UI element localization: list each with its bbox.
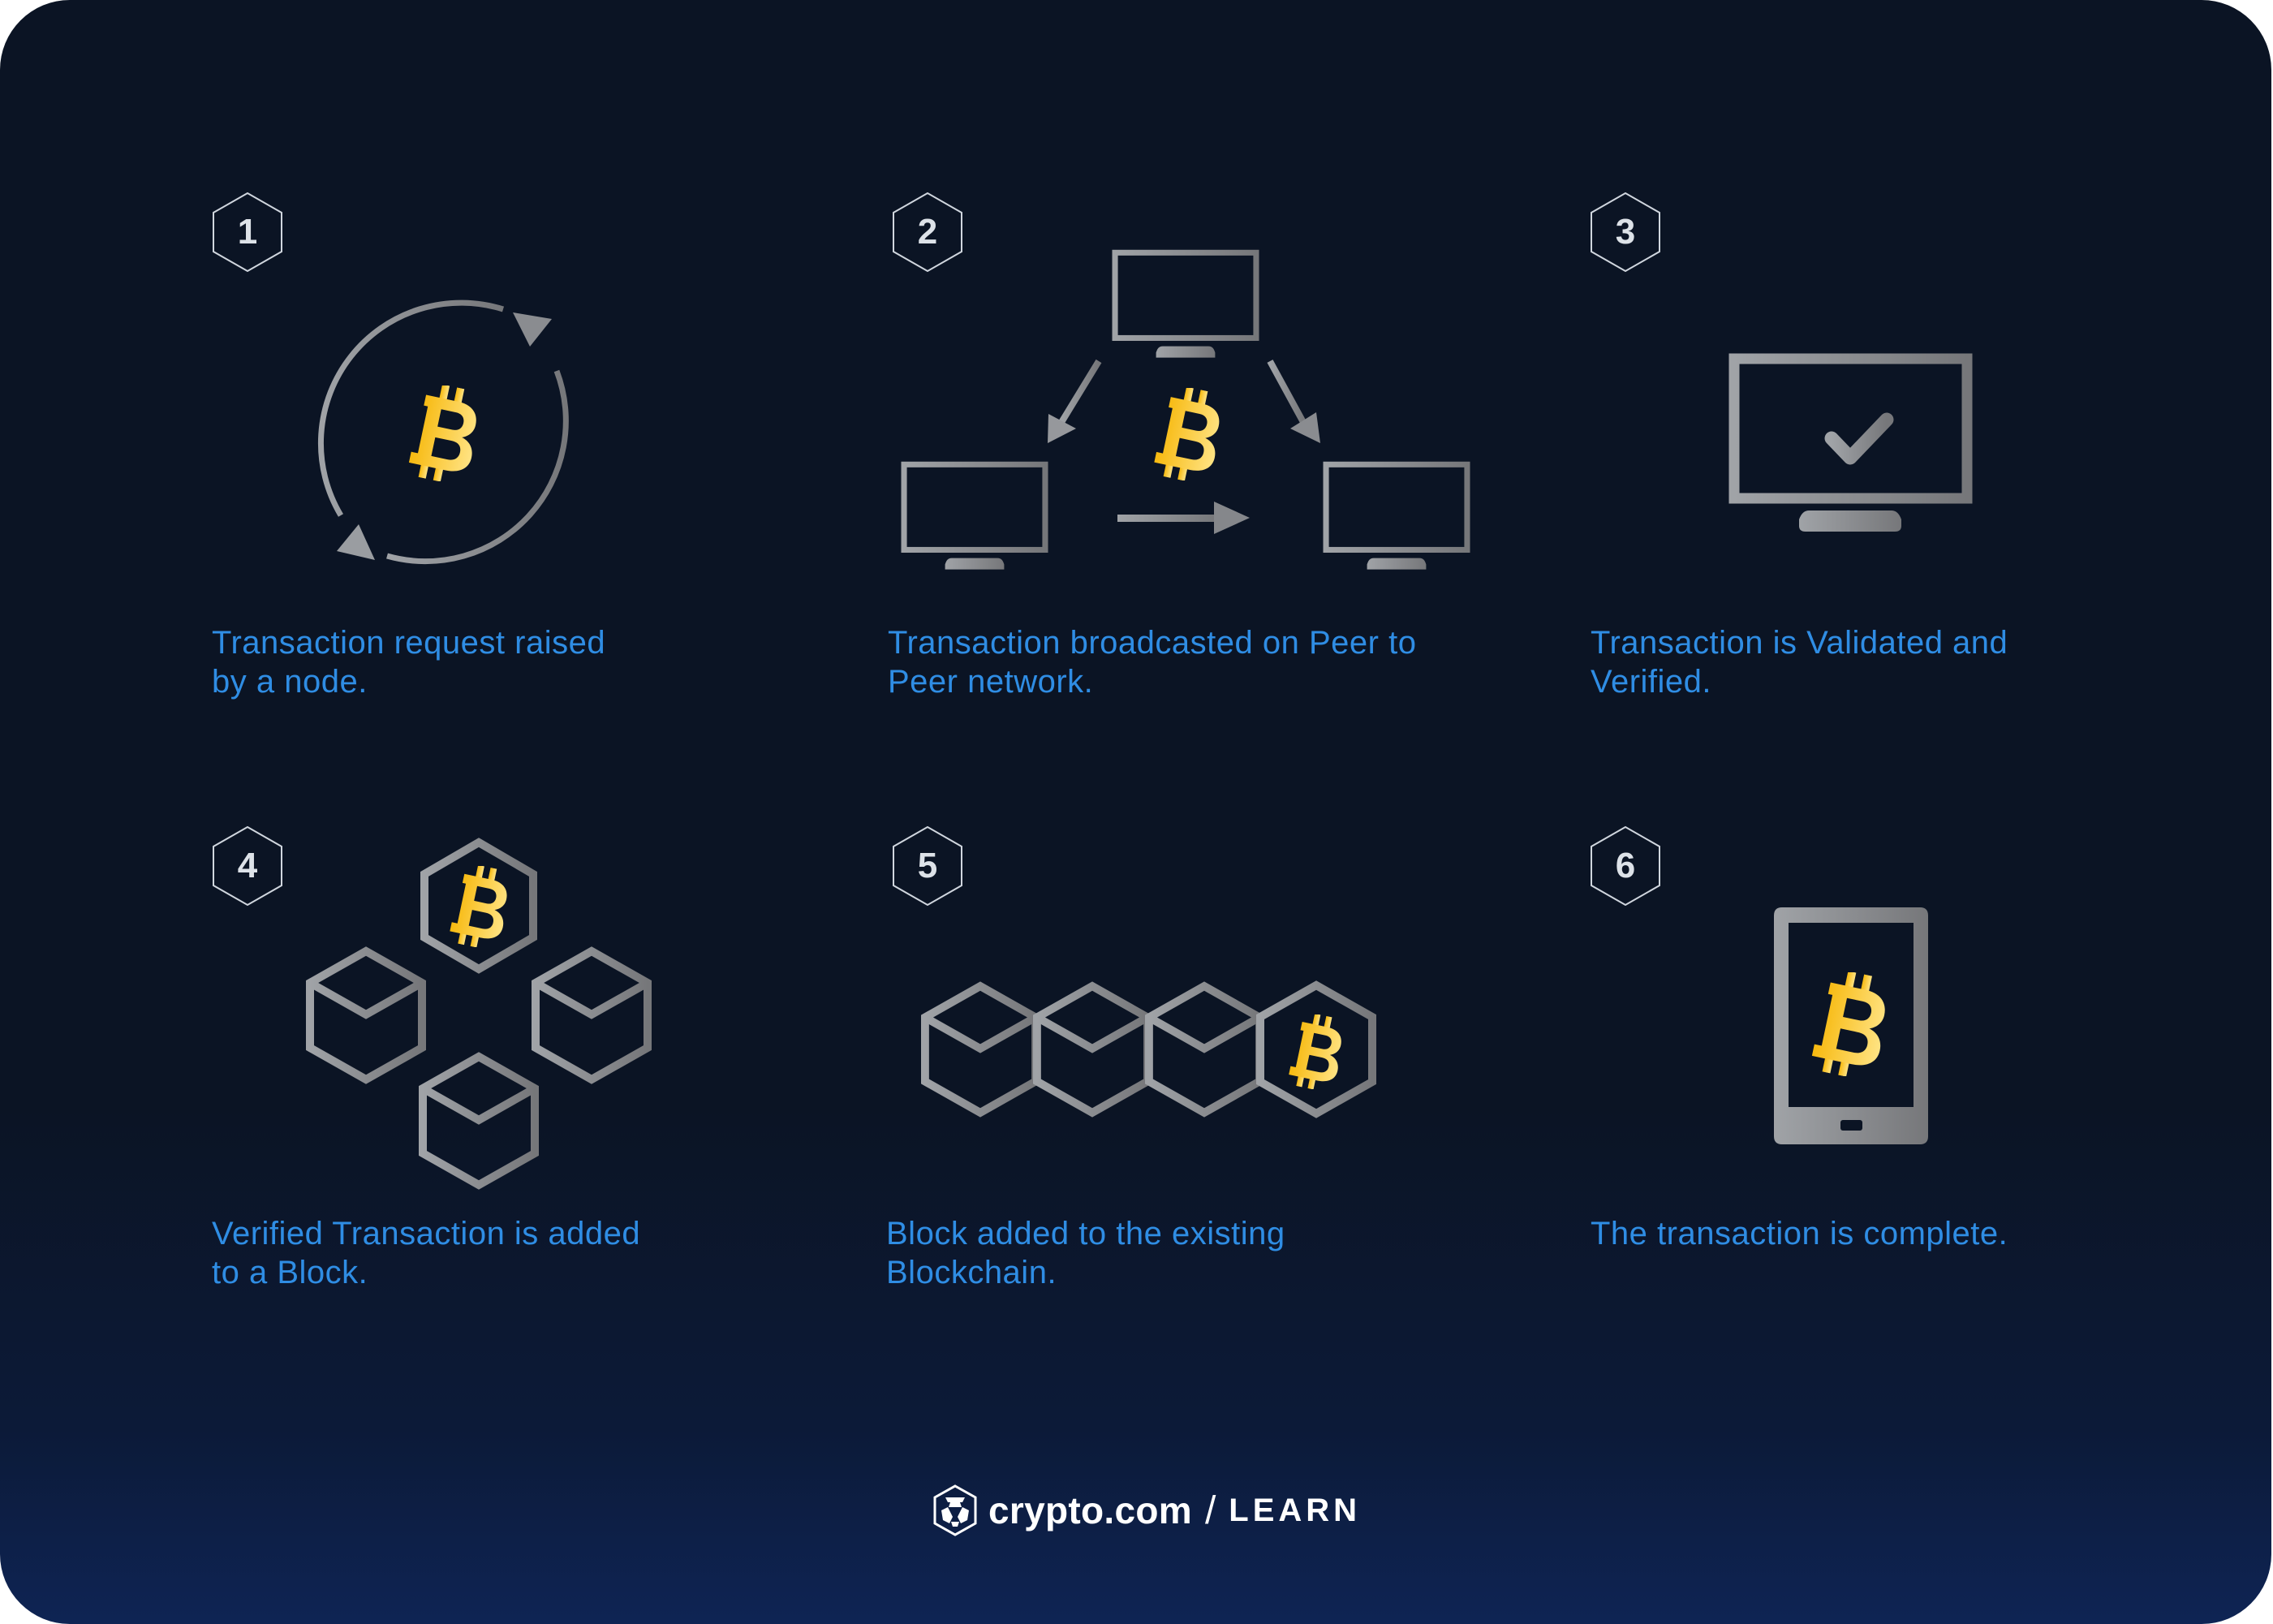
block-cluster-icon bbox=[300, 838, 657, 1193]
step-1-badge: 1 bbox=[213, 192, 282, 272]
section-name: LEARN bbox=[1229, 1492, 1362, 1528]
monitor-top bbox=[1115, 252, 1256, 357]
crypto-com-learn-logo[interactable]: crypto.com / LEARN bbox=[933, 1482, 1361, 1539]
step-number: 5 bbox=[917, 846, 938, 885]
bitcoin-cycle-icon bbox=[317, 299, 569, 565]
cube-bottom bbox=[423, 1057, 535, 1185]
step-5-caption: Block added to the existing Blockchain. bbox=[886, 1216, 1285, 1290]
monitor-checkmark-icon bbox=[1728, 353, 1973, 532]
cube-right bbox=[536, 951, 648, 1079]
monitor-right bbox=[1326, 464, 1467, 569]
step-3-badge: 3 bbox=[1591, 192, 1660, 272]
chain-cube-2 bbox=[1037, 986, 1147, 1113]
step-2-badge: 2 bbox=[893, 192, 962, 272]
brand-name: crypto.com bbox=[988, 1489, 1192, 1531]
cube-left bbox=[310, 951, 422, 1079]
peer-to-peer-network-icon bbox=[893, 243, 1485, 576]
crypto-com-lion-icon bbox=[933, 1484, 977, 1536]
step-5-badge: 5 bbox=[893, 826, 962, 906]
footer-separator: / bbox=[1204, 1488, 1216, 1532]
chain-cube-1 bbox=[925, 986, 1035, 1113]
chain-cube-3 bbox=[1149, 986, 1259, 1113]
step-number: 3 bbox=[1615, 212, 1636, 252]
step-4-badge: 4 bbox=[213, 826, 282, 906]
step-3-caption: Transaction is Validated and Verified. bbox=[1591, 625, 2008, 700]
monitor-left bbox=[904, 464, 1045, 569]
step-2-caption: Transaction broadcasted on Peer to Peer … bbox=[888, 625, 1417, 700]
step-6-badge: 6 bbox=[1591, 826, 1660, 906]
step-6-caption: The transaction is complete. bbox=[1591, 1216, 2008, 1251]
mobile-bitcoin-icon bbox=[1774, 907, 1928, 1144]
blockchain-icon bbox=[920, 980, 1376, 1118]
step-number: 4 bbox=[237, 846, 258, 885]
step-number: 1 bbox=[237, 212, 258, 252]
step-4-caption: Verified Transaction is added to a Block… bbox=[212, 1216, 641, 1290]
step-number: 2 bbox=[917, 212, 938, 252]
step-number: 6 bbox=[1615, 846, 1636, 885]
step-1-caption: Transaction request raised by a node. bbox=[212, 625, 606, 700]
